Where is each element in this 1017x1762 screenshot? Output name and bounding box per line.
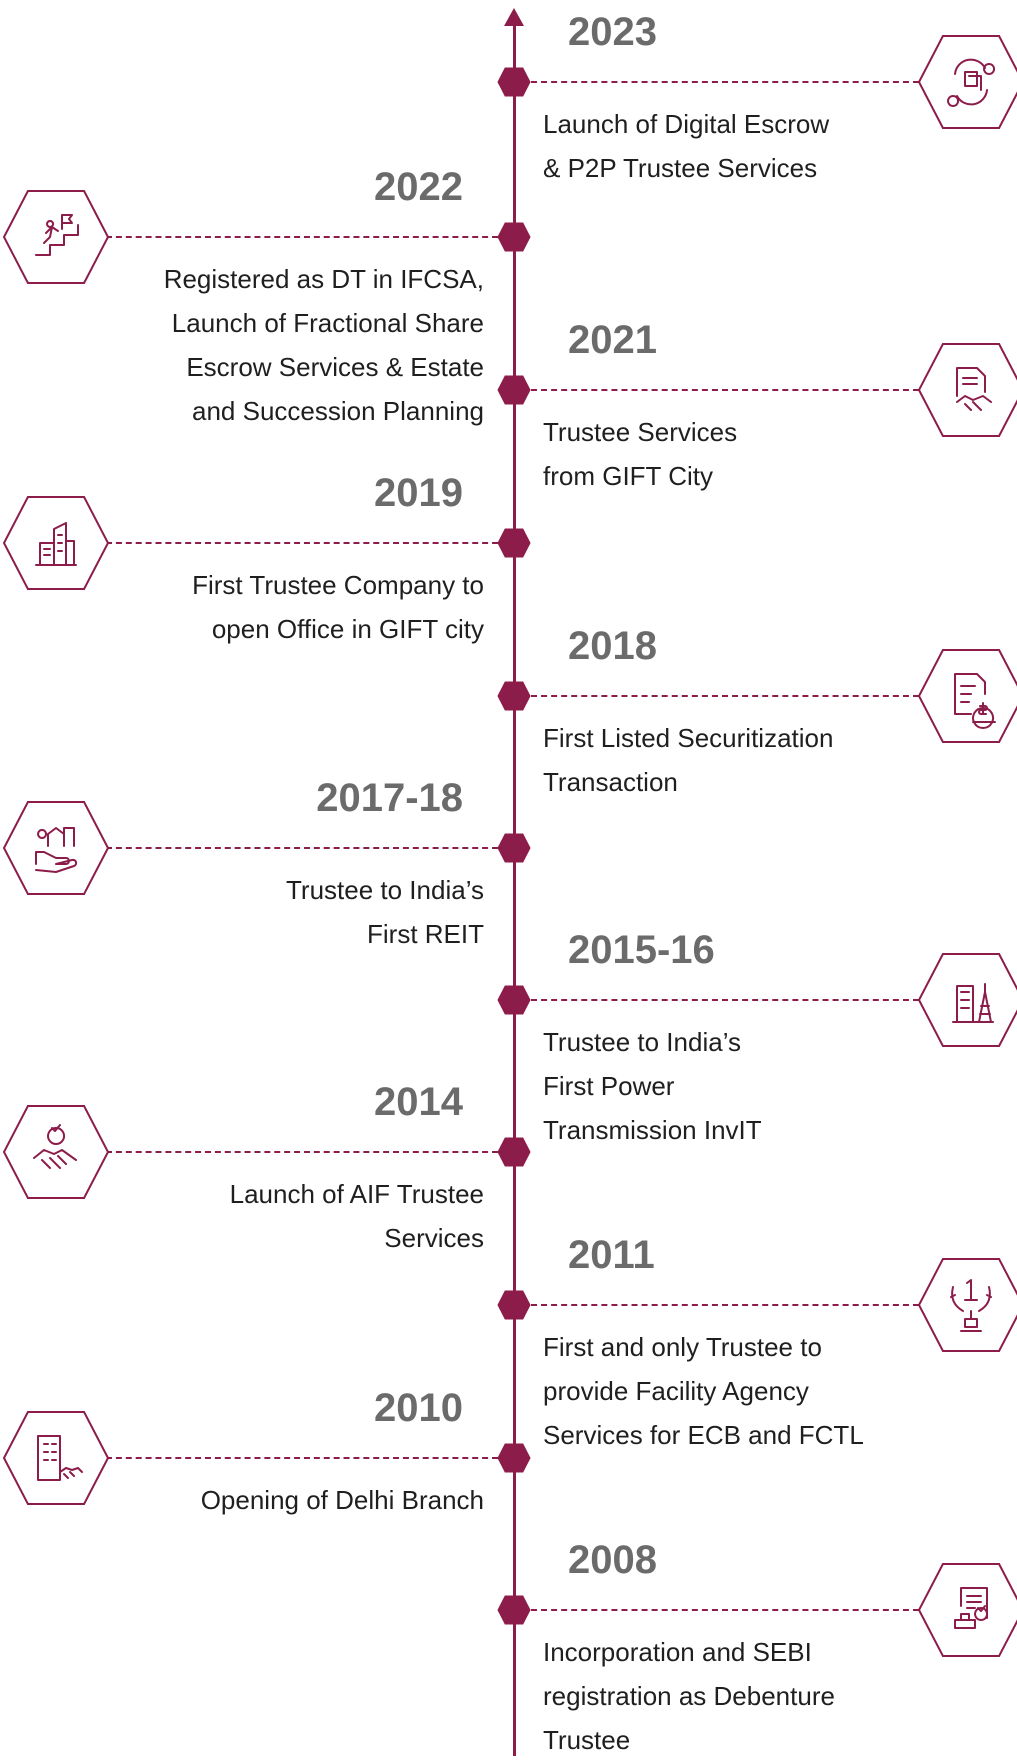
milestone-description-line: Trustee Services	[543, 417, 738, 447]
timeline-marker	[497, 375, 531, 405]
milestone-year: 2023	[568, 10, 657, 54]
timeline-marker	[497, 1595, 531, 1625]
milestone-description-line: Trustee	[543, 1725, 631, 1755]
connector-line	[106, 1457, 498, 1459]
milestone-description: Opening of Delhi Branch	[84, 1478, 484, 1522]
connector-line	[531, 81, 919, 83]
milestone-description: Registered as DT in IFCSA, Launch of Frac…	[84, 257, 484, 433]
connector-line	[531, 695, 919, 697]
milestone-description-line: First Listed Securitization	[543, 723, 834, 753]
climbing-stairs-flag-icon	[2, 189, 110, 285]
milestone-year: 2008	[568, 1538, 657, 1582]
timeline-marker	[497, 1137, 531, 1167]
timeline-marker	[497, 681, 531, 711]
milestone-description-line: Trustee to India’s	[543, 1027, 741, 1057]
timeline-marker	[497, 222, 531, 252]
milestone-year: 2015-16	[568, 928, 715, 972]
milestone-description: Incorporation and SEBI registration as De…	[543, 1630, 923, 1762]
handshake-check-icon	[2, 1104, 110, 1200]
timeline-marker	[497, 67, 531, 97]
connector-line	[531, 999, 919, 1001]
connector-line	[106, 1151, 498, 1153]
milestone-year: 2021	[568, 318, 657, 362]
milestone-year: 2017-18	[316, 776, 463, 820]
milestone-description-line: First Trustee Company to	[192, 570, 484, 600]
milestone-description-line: and Succession Planning	[192, 396, 484, 426]
timeline-marker	[497, 833, 531, 863]
timeline-marker	[497, 985, 531, 1015]
city-buildings-icon	[2, 495, 110, 591]
timeline-marker	[497, 528, 531, 558]
milestone-description-line: registration as Debenture	[543, 1681, 835, 1711]
milestone-year: 2014	[374, 1080, 463, 1124]
connector-line	[106, 542, 498, 544]
milestone-description-line: Launch of AIF Trustee	[229, 1179, 484, 1209]
milestone-description-line: Services for ECB and FCTL	[543, 1420, 864, 1450]
certificate-stamp-icon	[917, 1562, 1017, 1658]
first-place-trophy-icon	[917, 1257, 1017, 1353]
milestone-description-line: First Power	[543, 1071, 675, 1101]
milestone-description-line: Trustee to India’s	[286, 875, 484, 905]
connector-line	[106, 847, 498, 849]
milestone-description-line: First REIT	[367, 919, 484, 949]
milestone-description-line: Transmission InvIT	[543, 1115, 762, 1145]
hand-property-icon	[2, 800, 110, 896]
milestone-year: 2018	[568, 624, 657, 668]
milestone-description: First Trustee Company to open Office in G…	[84, 563, 484, 651]
milestone-year: 2010	[374, 1386, 463, 1430]
milestone-description-line: Opening of Delhi Branch	[200, 1485, 484, 1515]
milestone-description: Launch of Digital Escrow & P2P Trustee Se…	[543, 102, 923, 190]
timeline-axis	[513, 20, 516, 1756]
milestone-year: 2019	[374, 471, 463, 515]
milestone-description-line: Escrow Services & Estate	[186, 352, 484, 382]
timeline-arrow-up-icon	[504, 8, 524, 26]
milestone-description: First and only Trustee to provide Facilit…	[543, 1325, 923, 1457]
office-handshake-icon	[2, 1410, 110, 1506]
milestone-description-line: & P2P Trustee Services	[543, 153, 818, 183]
milestone-description-line: First and only Trustee to	[543, 1332, 822, 1362]
connector-line	[531, 1304, 919, 1306]
milestone-description-line: Registered as DT in IFCSA,	[163, 264, 484, 294]
milestone-description: Trustee Services from GIFT City	[543, 410, 923, 498]
milestone-description-line: provide Facility Agency	[543, 1376, 809, 1406]
digital-escrow-icon	[917, 34, 1017, 130]
document-handshake-icon	[917, 342, 1017, 438]
timeline-marker	[497, 1443, 531, 1473]
power-transmission-building-icon	[917, 952, 1017, 1048]
milestone-description-line: Services	[384, 1223, 484, 1253]
connector-line	[531, 1609, 919, 1611]
milestone-description-line: from GIFT City	[543, 461, 713, 491]
milestone-description-line: open Office in GIFT city	[211, 614, 484, 644]
connector-line	[106, 236, 498, 238]
milestone-description-line: Launch of Fractional Share	[171, 308, 484, 338]
connector-line	[531, 389, 919, 391]
milestone-description-line: Incorporation and SEBI	[543, 1637, 812, 1667]
timeline-marker	[497, 1290, 531, 1320]
milestone-description-line: Launch of Digital Escrow	[543, 109, 830, 139]
milestone-year: 2022	[374, 165, 463, 209]
milestone-description-line: Transaction	[543, 767, 678, 797]
milestone-year: 2011	[568, 1233, 655, 1277]
document-coin-icon	[917, 648, 1017, 744]
